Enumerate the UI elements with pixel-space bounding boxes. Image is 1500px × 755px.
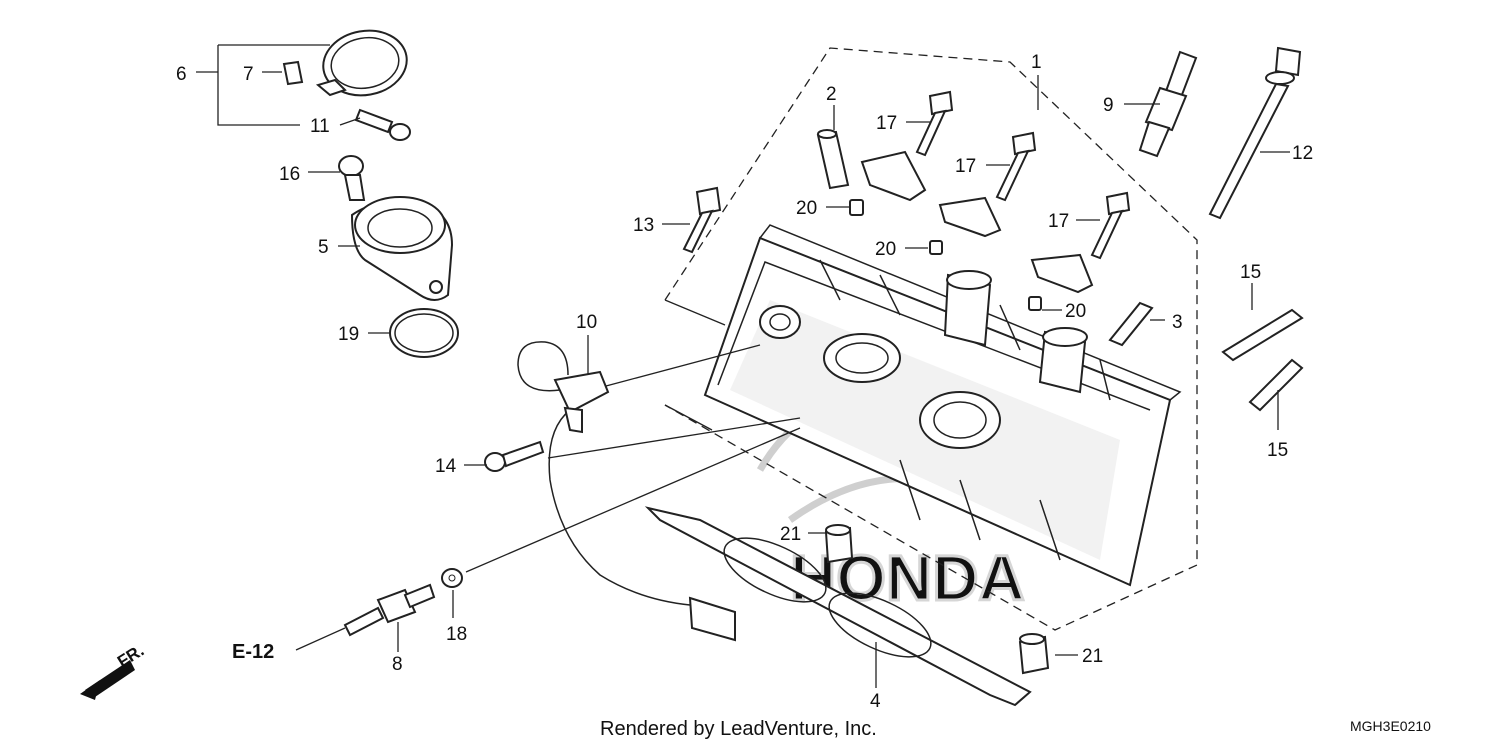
front-direction-arrow (80, 660, 135, 700)
part-17-bolts (915, 90, 1131, 260)
callout-9: 9 (1103, 95, 1114, 116)
callout-4: 4 (870, 691, 881, 712)
part-9-spark-plug (1138, 50, 1198, 158)
callout-21-b: 21 (1082, 646, 1103, 667)
callout-18: 18 (446, 624, 467, 645)
callout-8: 8 (392, 654, 403, 675)
callout-12: 12 (1292, 143, 1313, 164)
callout-17-c: 17 (1048, 211, 1069, 232)
part-5-insulator (350, 196, 454, 301)
part-15-studs (1221, 308, 1304, 412)
front-direction-label: FR. (114, 641, 147, 672)
callout-17-b: 17 (955, 156, 976, 177)
callout-7: 7 (243, 64, 254, 85)
callout-21-a: 21 (780, 524, 801, 545)
cylinder-head (703, 224, 1182, 587)
leader-lines (196, 44, 1290, 688)
callout-10: 10 (576, 312, 597, 333)
callout-11: 11 (310, 116, 330, 137)
callout-1: 1 (1031, 52, 1042, 73)
callout-5: 5 (318, 237, 329, 258)
part-2-dowel (816, 129, 850, 190)
callout-labels: 1 2 3 4 5 6 7 8 9 10 11 12 13 14 15 15 1… (176, 52, 1313, 712)
part-19-o-ring-inner (394, 313, 454, 353)
part-8-sensor (343, 583, 436, 637)
part-11-screw (354, 108, 411, 141)
callout-15-upper: 15 (1240, 262, 1261, 283)
part-16-bolt (338, 155, 366, 201)
callout-6: 6 (176, 64, 187, 85)
part-6-clamp (315, 29, 408, 97)
callout-15-lower: 15 (1267, 440, 1288, 461)
part-3-stud (1108, 301, 1154, 347)
callout-16: 16 (279, 164, 300, 185)
callout-13: 13 (633, 215, 654, 236)
footer-credit: Rendered by LeadVenture, Inc. (600, 718, 877, 740)
part-4-gasket (644, 506, 1032, 707)
callout-19: 19 (338, 324, 359, 345)
callout-3: 3 (1172, 312, 1183, 333)
part-21-dowels (824, 524, 1050, 675)
cam-holders (860, 150, 1094, 294)
section-reference: E-12 (232, 641, 274, 663)
part-10-sensor-harness (517, 341, 736, 642)
part-12-long-bolt (1208, 46, 1302, 220)
callout-17-a: 17 (876, 113, 897, 134)
part-13-bolt (682, 186, 722, 254)
cylinder-head-boundary (664, 47, 1198, 631)
part-14-bolt (484, 440, 545, 472)
callout-2: 2 (826, 84, 837, 105)
part-7-nut (282, 60, 304, 86)
callout-20-b: 20 (875, 239, 896, 260)
part-18-washer-hole (448, 574, 456, 582)
diagram-code: MGH3E0210 (1350, 718, 1431, 734)
callout-20-a: 20 (796, 198, 817, 219)
callout-14: 14 (435, 456, 457, 477)
part-20-collars (849, 199, 1042, 311)
callout-20-c: 20 (1065, 301, 1086, 322)
